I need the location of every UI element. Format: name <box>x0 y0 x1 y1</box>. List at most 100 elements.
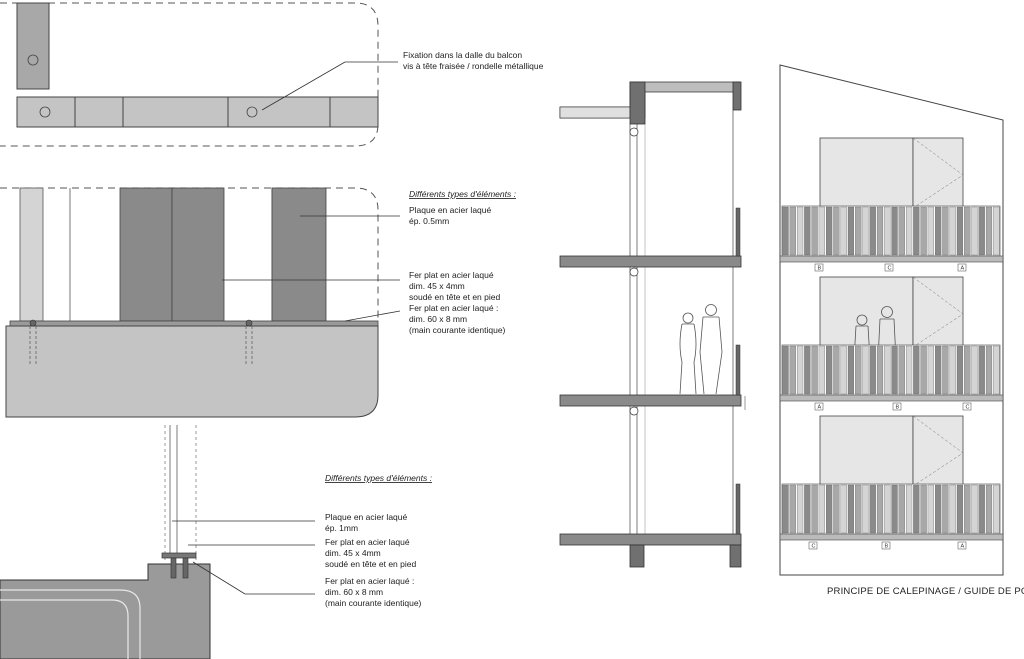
flatbar-note-line1: Fer plat en acier laqué <box>325 537 410 547</box>
balustrade-bar <box>935 206 942 256</box>
detail-plan-fixing: Fixation dans la dalle du balcon vis à t… <box>0 2 544 147</box>
balustrade-bar <box>862 345 869 395</box>
balustrade-bar <box>949 484 956 534</box>
balustrade-band <box>781 344 1001 396</box>
balustrade-bar <box>964 484 971 534</box>
flatbar-note-line2: dim. 45 x 4mm <box>409 281 465 291</box>
facade-elevation: B C A A B C C B A PRINCIPE DE CALEPINAGE… <box>779 64 1024 597</box>
elevation-title: PRINCIPE DE CALEPINAGE / GUIDE DE POSE <box>827 586 1024 597</box>
balustrade-bar <box>942 484 949 534</box>
balustrade-bar <box>898 345 905 395</box>
tag-floor1-left: B <box>818 266 822 272</box>
balustrade-bar <box>993 345 1000 395</box>
balustrade-bar <box>985 206 993 256</box>
balustrade-bar <box>782 484 789 534</box>
balustrade-bar <box>978 345 985 395</box>
panel-type-tags: B C A A B C C B A <box>808 263 972 550</box>
balustrade-bar <box>869 345 876 395</box>
tag-floor1-mid: C <box>888 266 892 272</box>
handrail-note-line3: (main courante identique) <box>409 325 506 335</box>
balustrade-bar <box>796 484 804 534</box>
plate-note-line1: Plaque en acier laqué <box>409 205 492 215</box>
balustrade-bar <box>876 345 884 395</box>
elements-heading: Différents types d'éléments : <box>325 473 433 483</box>
balcony-slab-edge <box>16 96 379 128</box>
flatbar-note-line1: Fer plat en acier laqué <box>409 270 494 280</box>
balustrade-bar <box>942 345 949 395</box>
balustrade-bar <box>869 484 876 534</box>
balustrade-bar <box>993 484 1000 534</box>
balustrade-bar <box>796 206 804 256</box>
balustrade-bar <box>840 345 847 395</box>
balustrade-bar <box>789 484 796 534</box>
balustrade-bar <box>840 484 847 534</box>
balustrade-bar <box>891 206 898 256</box>
flatbar-note-line3: soudé en tête et en pied <box>325 559 416 569</box>
balustrade-bar <box>840 206 847 256</box>
balustrade-bar <box>804 484 811 534</box>
bottom-flat-bar <box>161 552 197 559</box>
flatbar-note-line3: soudé en tête et en pied <box>409 292 500 302</box>
balustrade-bar <box>884 206 891 256</box>
balustrade-bar <box>971 345 978 395</box>
balustrade-bar <box>978 484 985 534</box>
balustrade-bar <box>905 206 913 256</box>
balustrade-bar <box>920 484 927 534</box>
balustrade-band <box>781 483 1001 535</box>
balustrade-bar <box>898 484 905 534</box>
balustrade-bar <box>913 206 920 256</box>
balustrade-bar <box>905 484 913 534</box>
balustrade-bar <box>826 484 833 534</box>
fixing-note-line2: vis à tête fraisée / rondelle métallique <box>403 61 544 71</box>
tag-floor3-left: C <box>812 544 816 550</box>
balustrade-bar <box>985 484 993 534</box>
balustrade-bar <box>833 484 840 534</box>
dark-panel <box>271 187 327 322</box>
dark-panel <box>119 187 173 322</box>
balustrade-bar <box>811 206 818 256</box>
balustrade-bar <box>956 345 964 395</box>
balustrade-bar <box>855 345 862 395</box>
handrail-note-line2: dim. 60 x 8 mm <box>409 314 467 324</box>
balustrade-bar <box>913 484 920 534</box>
tag-floor2-right: C <box>966 405 970 411</box>
balustrade-bar <box>935 484 942 534</box>
balustrade-bar <box>826 206 833 256</box>
balustrade-bar <box>826 345 833 395</box>
balustrade-bar <box>949 206 956 256</box>
balustrade-bar <box>891 345 898 395</box>
balustrade-bar <box>804 206 811 256</box>
post-plate <box>16 2 50 90</box>
tag-floor3-mid: B <box>885 544 889 550</box>
bottom-flat-bar <box>9 320 379 327</box>
balustrade-bar <box>782 345 789 395</box>
floor-slab <box>559 533 742 546</box>
balustrade-bar <box>993 206 1000 256</box>
balustrade-bar <box>862 484 869 534</box>
balcony-slab-section <box>0 563 211 659</box>
balustrade-bar <box>789 345 796 395</box>
flatbar-note-line2: dim. 45 x 4mm <box>325 548 381 558</box>
balustrade-bar <box>833 345 840 395</box>
detail-section-fixing: Différents types d'éléments : Plaque en … <box>0 425 433 659</box>
balustrade-bar <box>971 484 978 534</box>
balustrade-bar <box>964 206 971 256</box>
human-figures <box>679 304 723 395</box>
screw-symbol <box>246 106 258 118</box>
balustrade-bar <box>789 206 796 256</box>
balustrade-bar <box>964 345 971 395</box>
dark-panel <box>171 187 225 322</box>
balustrade-bar <box>884 484 891 534</box>
building-section <box>559 81 746 568</box>
balustrade-bar <box>855 484 862 534</box>
elements-heading: Différents types d'éléments : <box>409 189 517 199</box>
balustrade-bar <box>891 484 898 534</box>
plate-note-line1: Plaque en acier laqué <box>325 512 408 522</box>
facade-outline <box>779 64 1004 576</box>
balustrade-bar <box>818 484 825 534</box>
balustrade-bar <box>898 206 905 256</box>
balustrade-bar <box>985 345 993 395</box>
balustrade-bar <box>927 206 934 256</box>
balustrade-bar <box>811 484 818 534</box>
